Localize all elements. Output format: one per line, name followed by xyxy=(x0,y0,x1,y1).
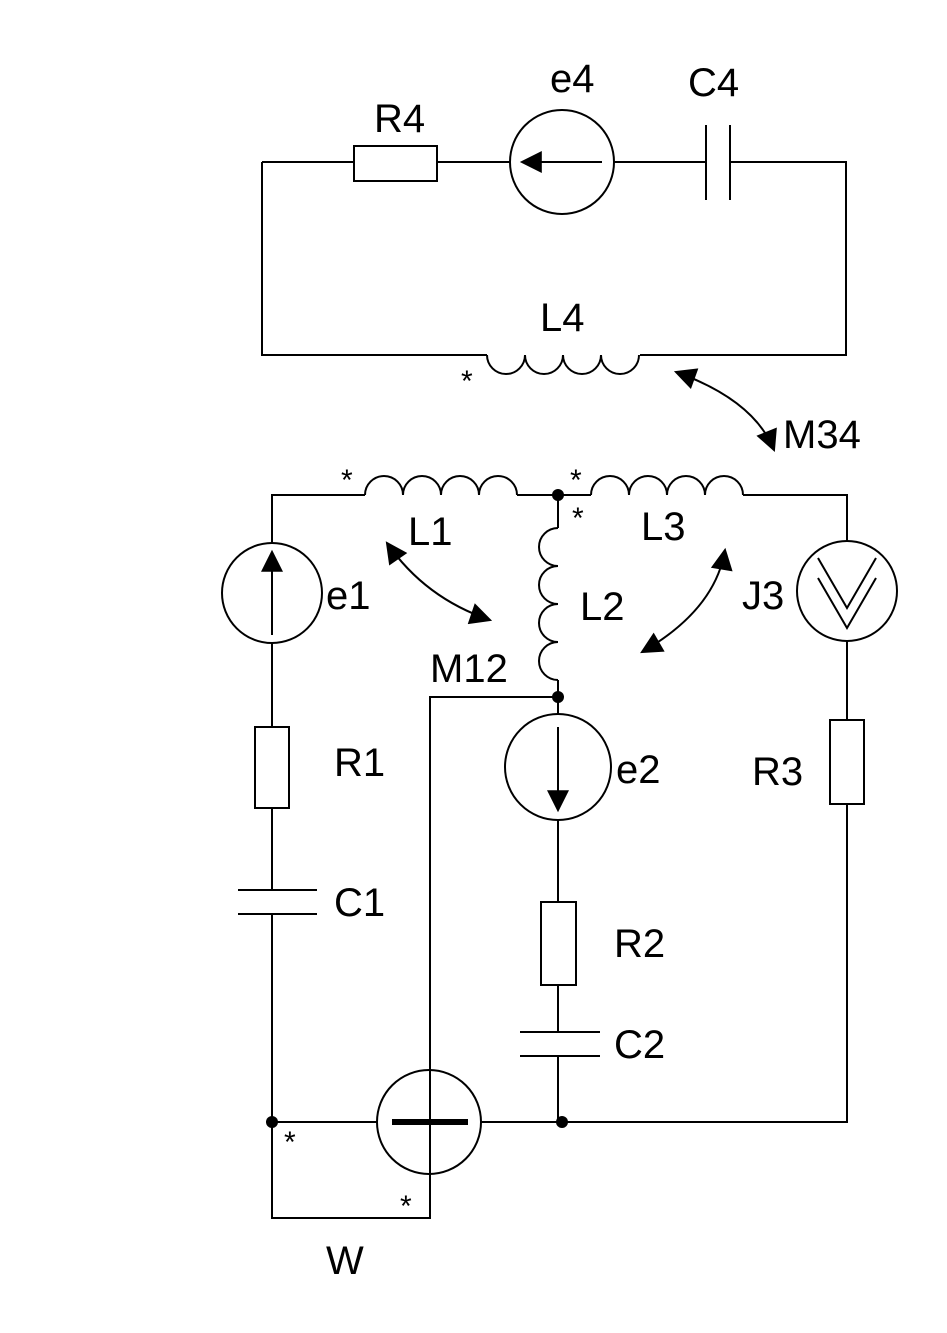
label-r3: R3 xyxy=(752,750,803,794)
junction-dot xyxy=(556,1116,568,1128)
label-m34: M34 xyxy=(783,413,861,457)
label-c2: C2 xyxy=(614,1023,665,1067)
source-e1 xyxy=(221,542,323,644)
junction-dot xyxy=(552,489,564,501)
wattmeter-w xyxy=(376,1069,482,1175)
m34-coupling-arrow xyxy=(673,368,777,453)
inductor-l3 xyxy=(590,475,744,496)
junction-dot xyxy=(266,1116,278,1128)
label-m12: M12 xyxy=(430,647,508,691)
label-l4: L4 xyxy=(540,296,585,340)
top-circuit xyxy=(261,109,847,375)
polarity-mark-l4: * xyxy=(461,365,473,398)
label-r1: R1 xyxy=(334,741,385,785)
polarity-mark-w-current: * xyxy=(284,1126,296,1159)
resistor-r2 xyxy=(540,901,577,986)
l2-l3-coupling-arrow xyxy=(640,547,733,654)
label-j3: J3 xyxy=(742,574,784,618)
inductor-l2 xyxy=(538,527,559,681)
top-loop-wire xyxy=(261,161,847,356)
source-e2 xyxy=(504,713,612,821)
label-l2: L2 xyxy=(580,585,625,629)
label-c4: C4 xyxy=(688,61,739,105)
capacitor-c2 xyxy=(520,1031,600,1057)
capacitor-c1 xyxy=(238,889,317,915)
resistor-r1 xyxy=(254,726,290,809)
label-r2: R2 xyxy=(614,922,665,966)
polarity-mark-l1: * xyxy=(341,464,353,497)
label-e1: e1 xyxy=(326,574,371,618)
label-e2: e2 xyxy=(616,748,661,792)
junction-dot xyxy=(552,691,564,703)
resistor-r4 xyxy=(353,145,438,182)
label-c1: C1 xyxy=(334,881,385,925)
polarity-mark-l3: * xyxy=(570,464,582,497)
current-source-j3 xyxy=(796,540,898,642)
left-branch-wire xyxy=(271,494,378,1123)
source-e4 xyxy=(509,109,615,215)
right-branch-wire xyxy=(480,641,848,1123)
label-r4: R4 xyxy=(374,97,425,141)
label-l1: L1 xyxy=(408,510,453,554)
m12-coupling-arrow xyxy=(385,541,493,625)
inductor-l1 xyxy=(364,475,518,496)
label-l3: L3 xyxy=(641,505,686,549)
polarity-mark-l2: * xyxy=(572,502,584,535)
polarity-mark-w-voltage: * xyxy=(400,1190,412,1223)
inductor-l4 xyxy=(486,354,640,375)
label-w: W xyxy=(326,1239,364,1283)
label-e4: e4 xyxy=(550,57,595,101)
middle-branch-wire xyxy=(271,495,559,1219)
resistor-r3 xyxy=(829,719,865,805)
bottom-circuit xyxy=(221,475,898,1219)
capacitor-c4 xyxy=(705,125,731,200)
